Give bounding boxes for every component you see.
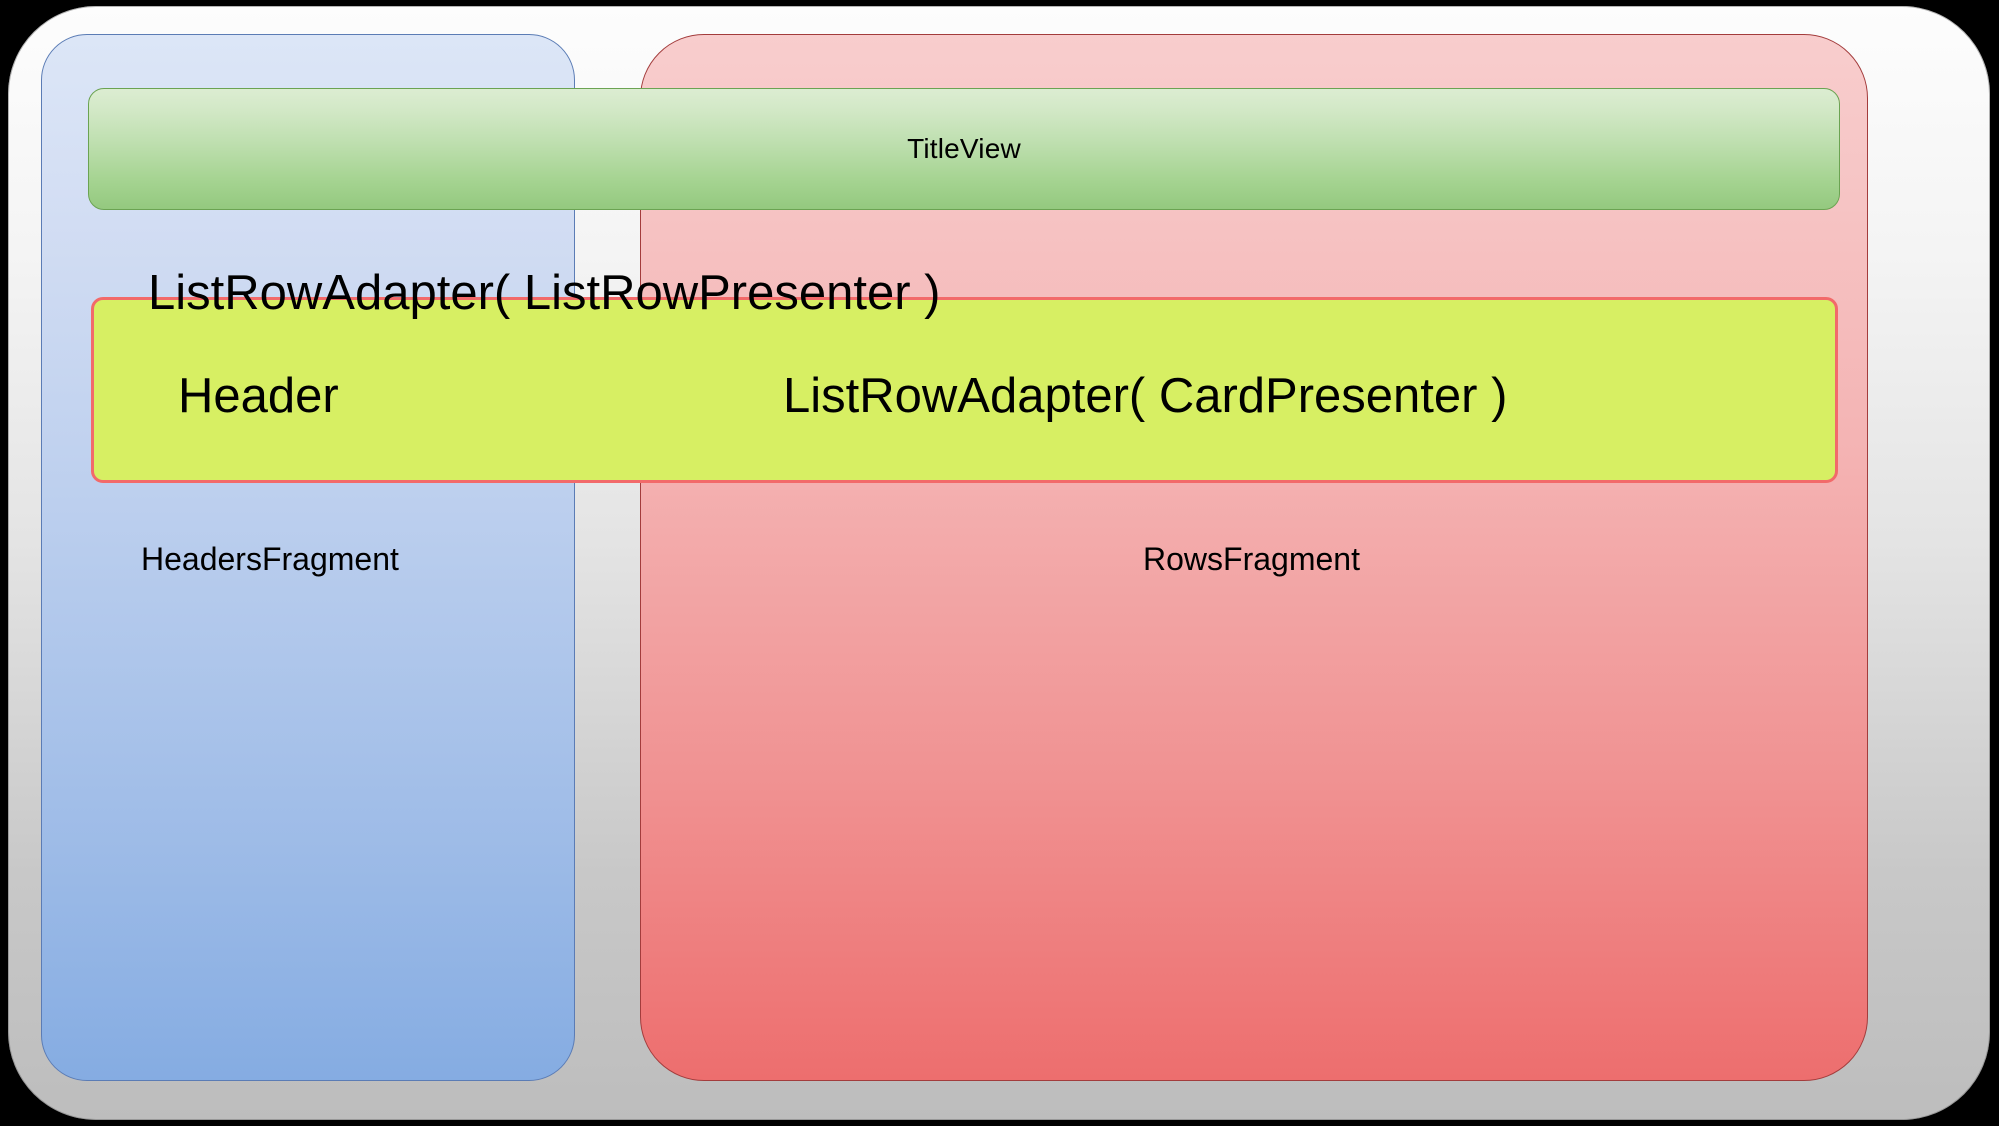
- headers-fragment-label: HeadersFragment: [141, 541, 399, 577]
- list-row-adapter-band: [91, 297, 1838, 483]
- list-row-adapter-presenter-label: ListRowAdapter( ListRowPresenter ): [148, 266, 941, 320]
- card-presenter-adapter-label: ListRowAdapter( CardPresenter ): [783, 369, 1508, 423]
- rows-fragment-label: RowsFragment: [1143, 541, 1360, 577]
- title-view-bar: TitleView: [88, 88, 1840, 210]
- header-cell-label: Header: [178, 369, 339, 423]
- title-view-label: TitleView: [907, 133, 1021, 164]
